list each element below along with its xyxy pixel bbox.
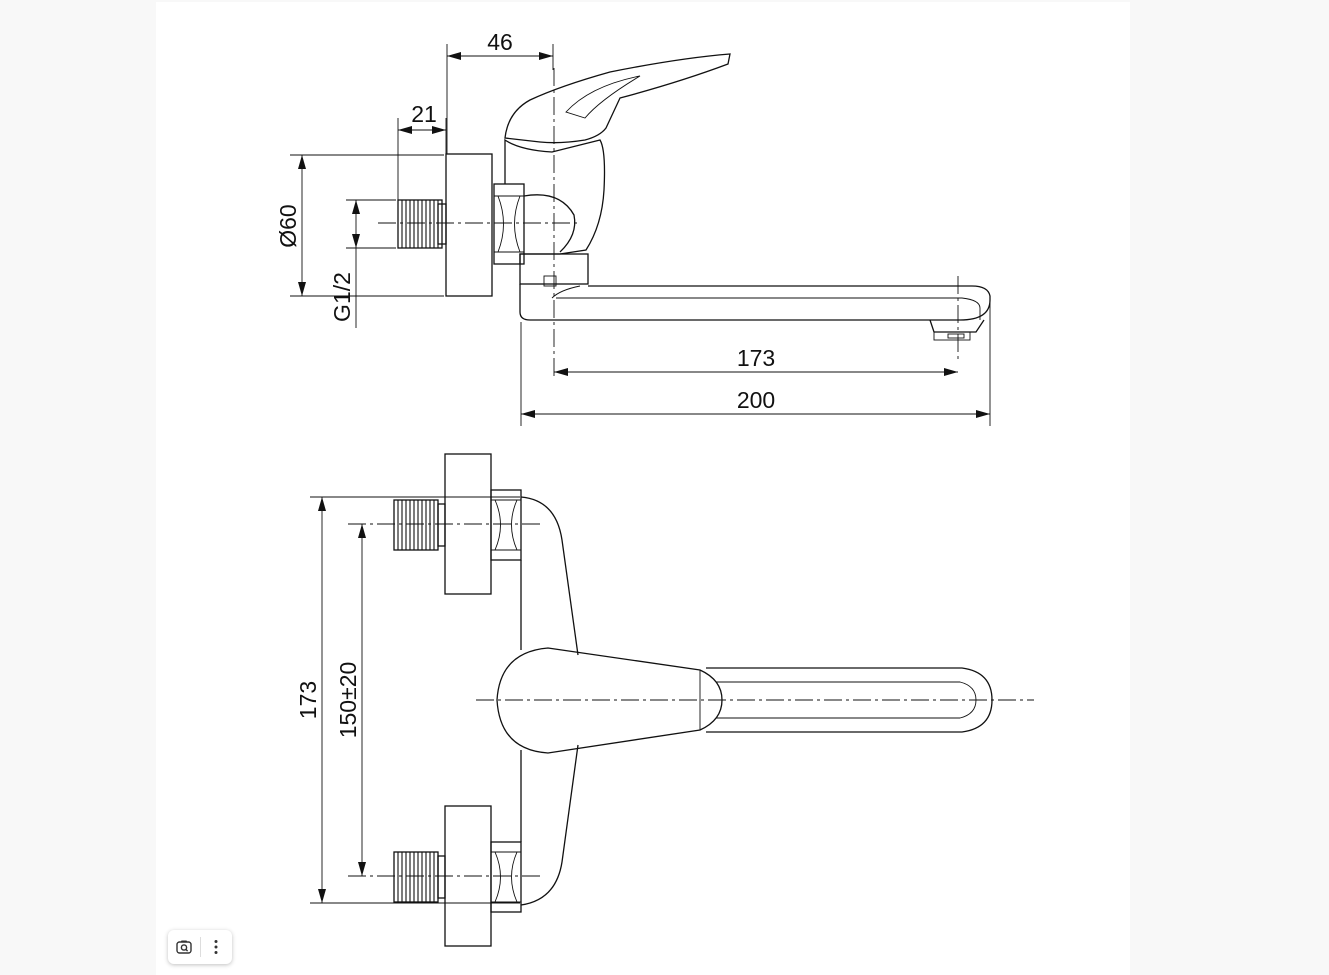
wall-flange [445,153,493,297]
body-curve [523,194,576,253]
upper-threaded-connector [393,499,446,551]
threaded-connector [397,199,447,249]
more-options-button[interactable] [200,930,232,964]
spout [519,284,991,321]
lower-hex-nut [490,841,522,913]
dimension-g-half-inch: G1/2 [329,272,355,322]
lever-highlight [565,75,641,119]
body-upper-edge [520,496,579,656]
toolbar-separator [199,937,201,957]
lever-handle [504,53,731,144]
dimension-173-spout: 173 [737,345,775,371]
body-lower-edge [520,744,579,906]
dimension-46: 46 [487,29,513,55]
lower-threaded-connector [393,851,446,903]
visual-search-button[interactable] [168,930,200,964]
hex-nut [493,183,525,265]
aerator [929,319,985,341]
dimension-150-tolerance: 150±20 [335,662,361,739]
more-vertical-icon [214,940,218,954]
dimension-21: 21 [411,101,437,127]
mixer-body [504,138,606,264]
dimension-200: 200 [737,387,775,413]
lever-plan [496,647,723,754]
upper-hex-nut [490,489,522,561]
camera-search-icon [176,940,192,954]
dimension-diameter-60: Ø60 [275,204,301,247]
side-elevation-view: 46 21 Ø60 G1/2 173 [275,29,991,426]
image-toolbar [168,930,232,964]
drawing-page [156,2,1130,975]
plan-view: 173 150±20 [295,453,1034,947]
dimension-173-centers: 173 [295,681,321,719]
